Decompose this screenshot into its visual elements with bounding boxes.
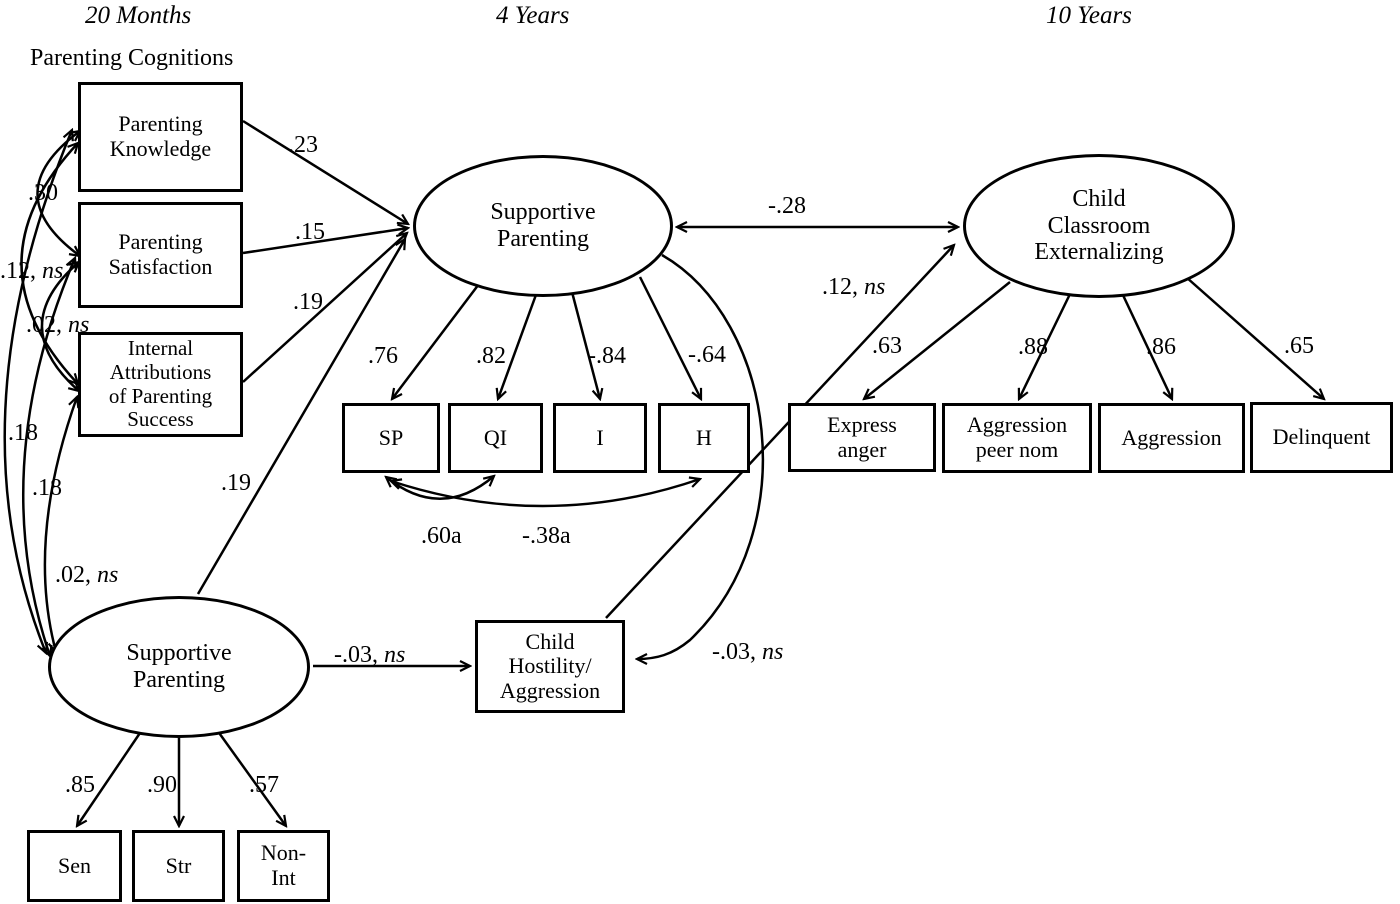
coef-load-sp: .76 (368, 343, 398, 369)
coef-corr-satisfaction-sp20m: .18 (32, 475, 62, 501)
aggression-peer-nom-box: Aggression peer nom (942, 403, 1092, 473)
coef-load-express-anger: .63 (872, 333, 902, 359)
supportive-parenting-4y-label: Supportive Parenting (490, 199, 596, 252)
load-sp20m-sen (77, 729, 144, 826)
express-anger-box: Express anger (788, 403, 936, 472)
coef-load-aggression: .86 (1146, 334, 1176, 360)
coef-attributions-to-sp4y: .19 (293, 289, 323, 315)
non-int-box: Non- Int (237, 830, 330, 902)
sen-box: Sen (27, 830, 122, 902)
load-sp4y-qi (498, 291, 539, 399)
load-sp4y-i (570, 291, 600, 399)
child-classroom-externalizing-label: Child Classroom Externalizing (1034, 185, 1164, 266)
str-label: Str (165, 852, 192, 878)
aggression-peer-nom-label: Aggression peer nom (966, 412, 1068, 462)
parenting-knowledge-label: Parenting Knowledge (109, 111, 212, 161)
internal-attributions-box: Internal Attributions of Parenting Succe… (78, 332, 243, 437)
coef-corr-knowledge-satisfaction: .30 (28, 180, 58, 206)
sen-label: Sen (58, 852, 91, 878)
path-attributions-to-sp4y (242, 233, 407, 383)
supportive-parenting-20m-ellipse: Supportive Parenting (48, 596, 310, 738)
path-satisfaction-to-sp4y (242, 228, 408, 255)
parenting-satisfaction-box: Parenting Satisfaction (78, 202, 243, 308)
coef-load-h: -.64 (688, 342, 726, 368)
non-int-label: Non- Int (260, 840, 307, 890)
aggression-label: Aggression (1121, 424, 1222, 450)
coef-load-i: -.84 (588, 343, 626, 369)
timepoint-4-years: 4 Years (496, 2, 570, 29)
coef-corr-sp-qi: .60a (421, 523, 462, 549)
coef-hostility-to-cce: .12, ns (822, 274, 886, 300)
coef-corr-knowledge-sp20m: .18 (8, 420, 38, 446)
path-knowledge-to-sp4y (242, 119, 408, 224)
express-anger-label: Express anger (827, 411, 897, 462)
coef-load-sen: .85 (65, 772, 95, 798)
aggression-box: Aggression (1098, 403, 1245, 473)
coef-satisfaction-to-sp4y: .15 (295, 219, 325, 245)
coef-corr-knowledge-attributions: .12, ns (0, 258, 64, 284)
load-sp4y-sp (392, 279, 483, 399)
delinquent-label: Delinquent (1272, 424, 1371, 450)
parenting-satisfaction-label: Parenting Satisfaction (108, 229, 213, 279)
load-cce-aggression (1120, 292, 1172, 399)
coef-knowledge-to-sp4y: .23 (288, 132, 318, 158)
path-hostility-to-cce (605, 245, 954, 619)
child-classroom-externalizing-ellipse: Child Classroom Externalizing (963, 154, 1235, 298)
supportive-parenting-20m-label: Supportive Parenting (126, 640, 232, 693)
str-box: Str (132, 830, 225, 902)
corr-knowledge-sp20m (3, 130, 72, 653)
load-cce-express-anger (864, 281, 1011, 399)
parenting-knowledge-box: Parenting Knowledge (78, 82, 243, 192)
coef-load-qi: .82 (476, 343, 506, 369)
supportive-parenting-4y-ellipse: Supportive Parenting (413, 155, 673, 297)
timepoint-10-years: 10 Years (1046, 2, 1132, 29)
child-hostility-aggression-box: Child Hostility/ Aggression (475, 620, 625, 713)
i-indicator-label: I (596, 424, 604, 450)
coef-sp20m-to-sp4y: .19 (221, 470, 251, 496)
load-cce-aggression-peer-nom (1019, 293, 1072, 399)
timepoint-20-months: 20 Months (85, 2, 192, 29)
load-cce-delinquent (1185, 276, 1324, 399)
coef-sp20m-to-hostility: -.03, ns (334, 642, 406, 668)
path-sp4y-to-hostility-curve (637, 253, 765, 659)
delinquent-box: Delinquent (1250, 402, 1393, 473)
path-sp20m-to-sp4y (196, 239, 405, 595)
child-hostility-aggression-label: Child Hostility/ Aggression (499, 628, 601, 703)
qi-indicator-label: QI (483, 424, 508, 450)
coef-sp4y-cce: -.28 (768, 193, 806, 219)
i-indicator-box: I (553, 403, 647, 473)
coef-corr-sp-h: -.38a (522, 523, 571, 549)
corr-satisfaction-sp20m (21, 258, 75, 656)
coef-load-str: .90 (147, 772, 177, 798)
parenting-cognitions-label: Parenting Cognitions (30, 45, 234, 71)
sp-indicator-box: SP (342, 403, 440, 473)
corr-sp-h (391, 479, 700, 508)
coef-load-delinquent: .65 (1284, 333, 1314, 359)
load-sp20m-non-int (215, 729, 286, 826)
internal-attributions-label: Internal Attributions of Parenting Succe… (108, 336, 213, 432)
h-indicator-box: H (658, 403, 750, 473)
load-sp4y-h (638, 276, 703, 399)
qi-indicator-box: QI (448, 403, 543, 473)
coef-load-non-int: .57 (249, 772, 279, 798)
sp-indicator-label: SP (378, 424, 404, 450)
coef-corr-attributions-sp20m: .02, ns (55, 562, 119, 588)
corr-attributions-sp20m (43, 397, 77, 652)
h-indicator-label: H (696, 424, 712, 450)
coef-load-aggression-peer-nom: .88 (1018, 334, 1048, 360)
coef-sp4y-to-hostility: -.03, ns (712, 639, 784, 665)
